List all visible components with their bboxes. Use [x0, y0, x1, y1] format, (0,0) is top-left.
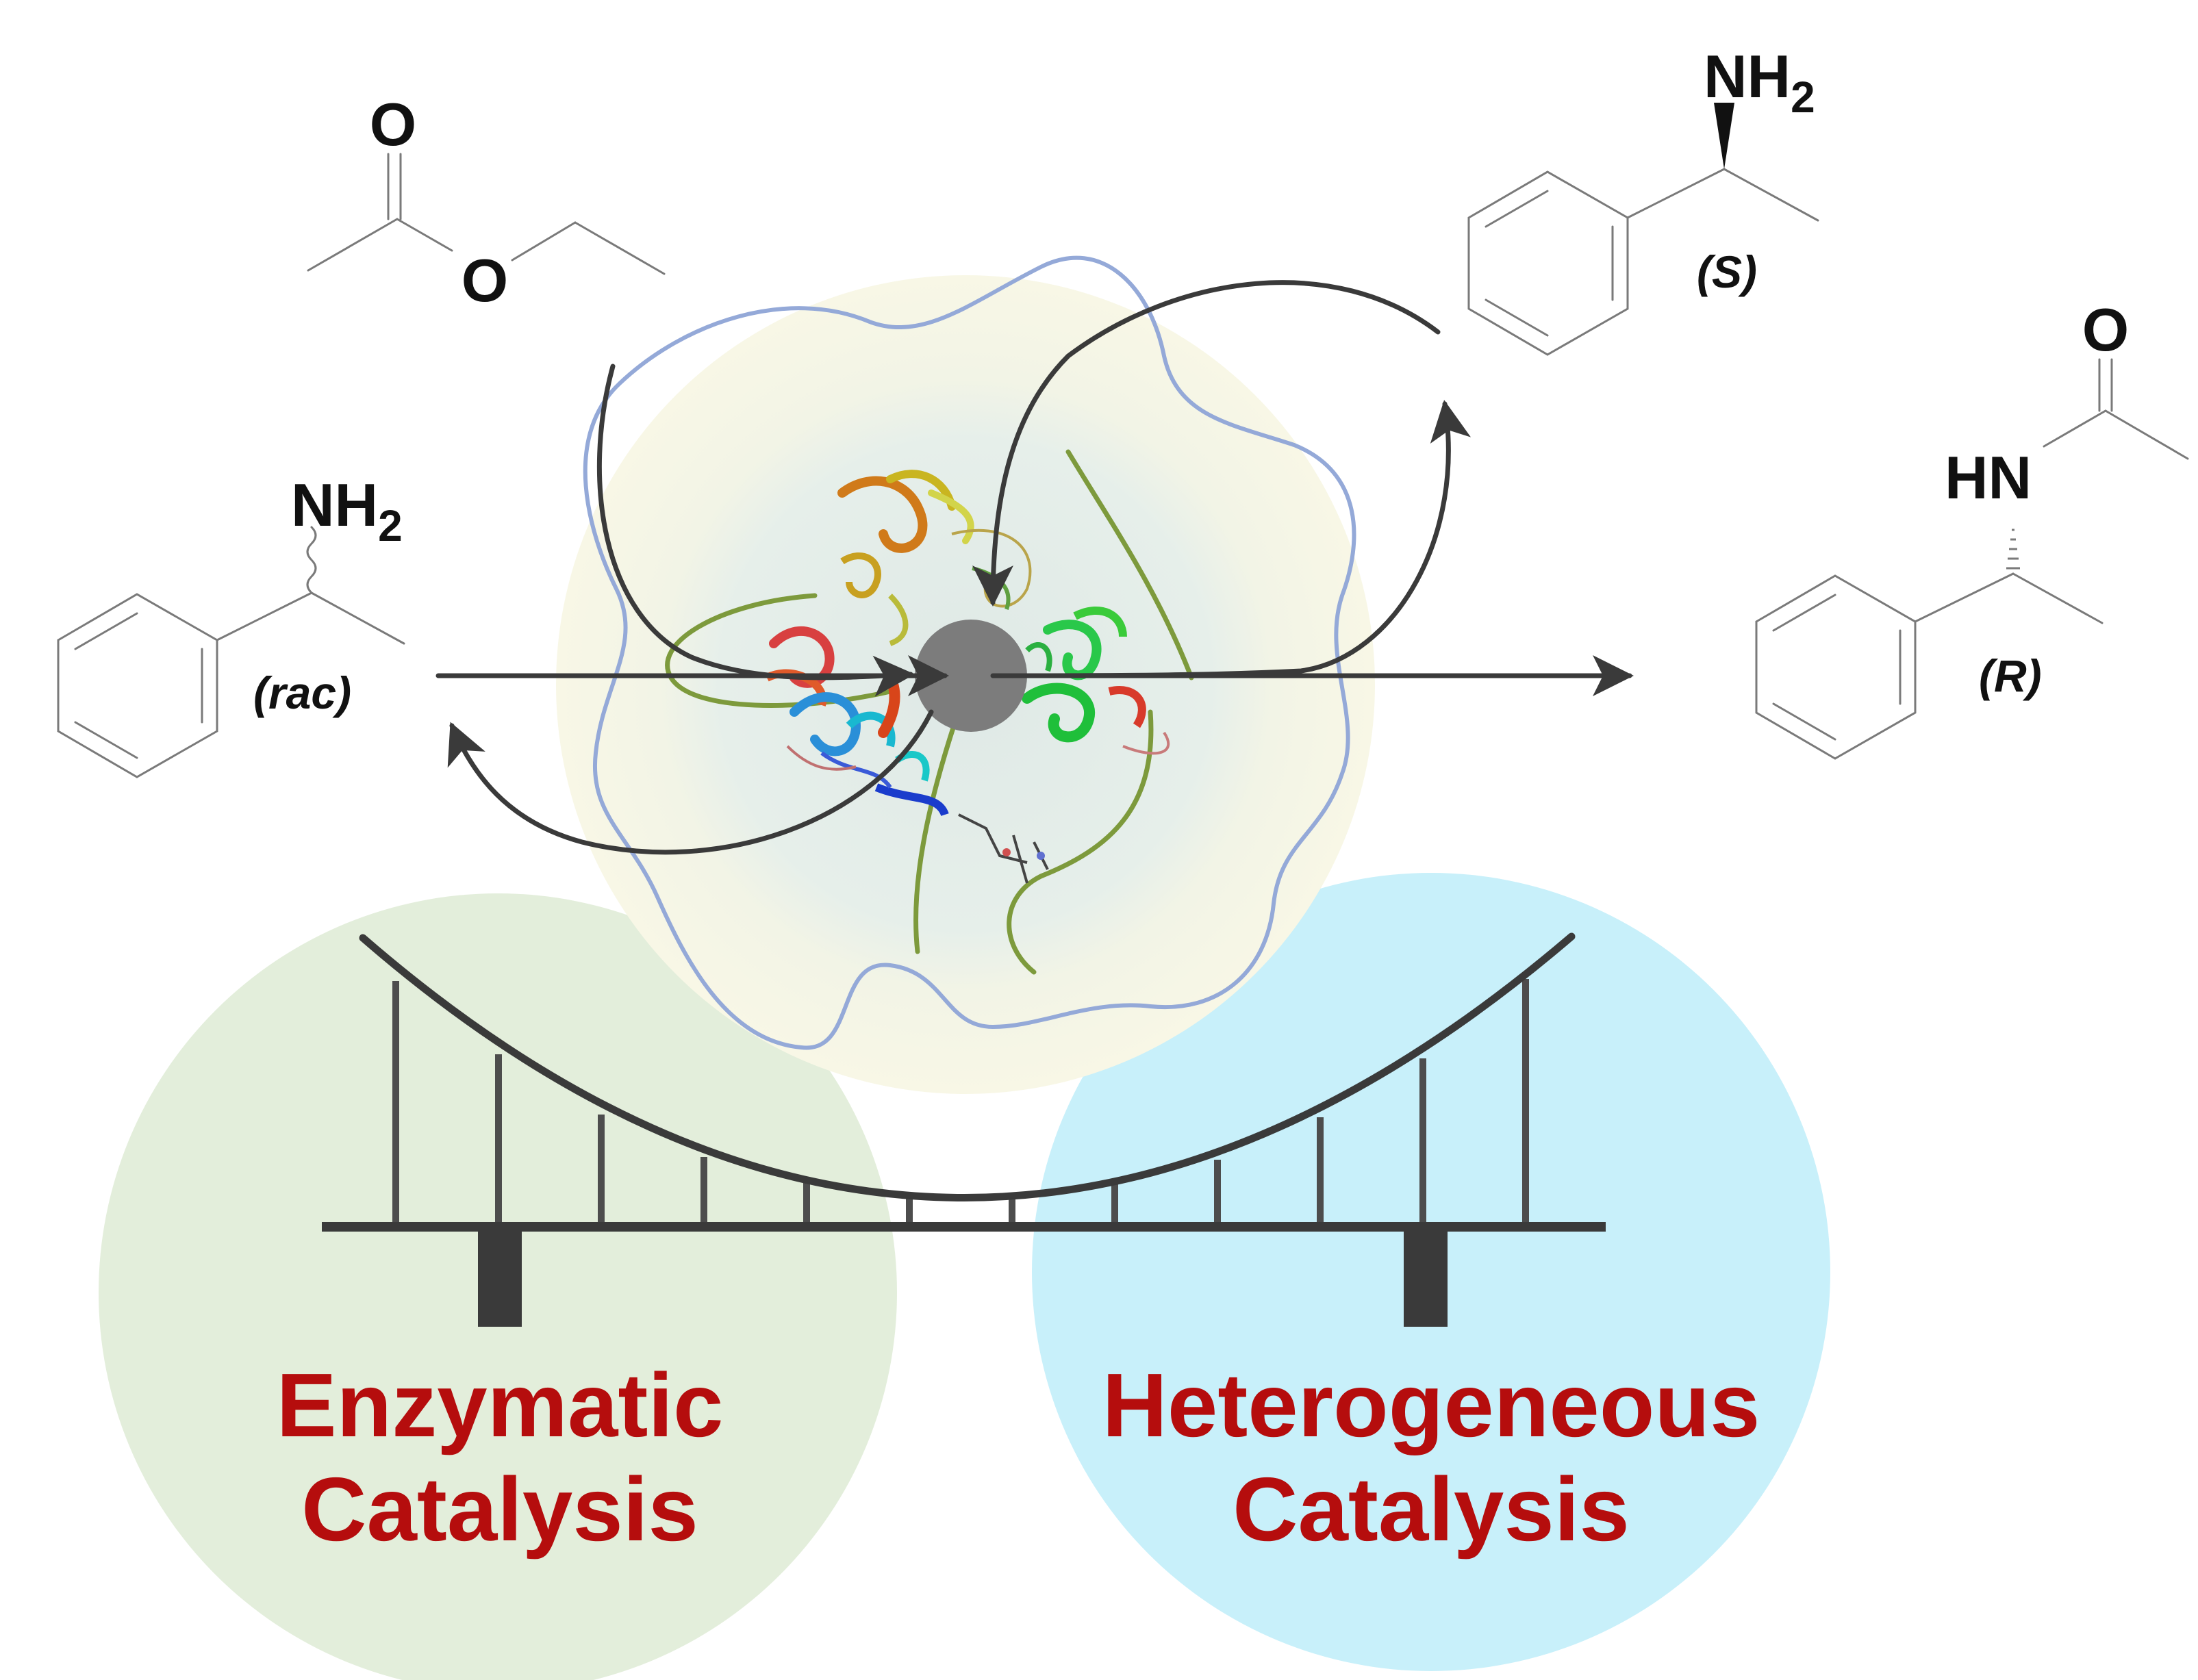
s-tag: (S) — [1697, 246, 1757, 297]
rac-tag: (rac) — [253, 667, 351, 718]
r-amide-hn: HN — [1945, 444, 2032, 511]
r-amide-structure: O HN (R) — [1755, 296, 2189, 760]
racemic-amine-structure: NH2 (rac) — [57, 471, 405, 778]
heterogeneous-label-line2: Catalysis — [1233, 1459, 1630, 1560]
arrow-s-to-np — [972, 280, 1441, 607]
nanoparticle — [915, 620, 1027, 732]
rac-amine-nh2: NH2 — [291, 471, 403, 550]
s-amine-nh2: NH2 — [1704, 42, 1815, 122]
polymer-shell — [583, 255, 1356, 1050]
ethyl-acetate-o-carbonyl: O — [370, 90, 416, 158]
suspension-bridge-icon — [322, 932, 1606, 1327]
s-amine-structure: NH2 (S) — [1467, 42, 1819, 356]
enzymatic-label-line1: Enzymatic — [277, 1355, 724, 1455]
r-tag: (R) — [1979, 650, 2042, 701]
r-amide-o: O — [2082, 296, 2129, 364]
arrow-racemization-loop — [1011, 400, 1471, 678]
reaction-arrows — [435, 280, 1634, 855]
ethyl-acetate-o-ester: O — [462, 246, 508, 314]
heterogeneous-label-line1: Heterogeneous — [1102, 1355, 1760, 1455]
ethyl-acetate-structure: O O — [307, 90, 666, 314]
arrow-rac-return — [447, 709, 934, 855]
enzymatic-label-line2: Catalysis — [301, 1459, 698, 1560]
